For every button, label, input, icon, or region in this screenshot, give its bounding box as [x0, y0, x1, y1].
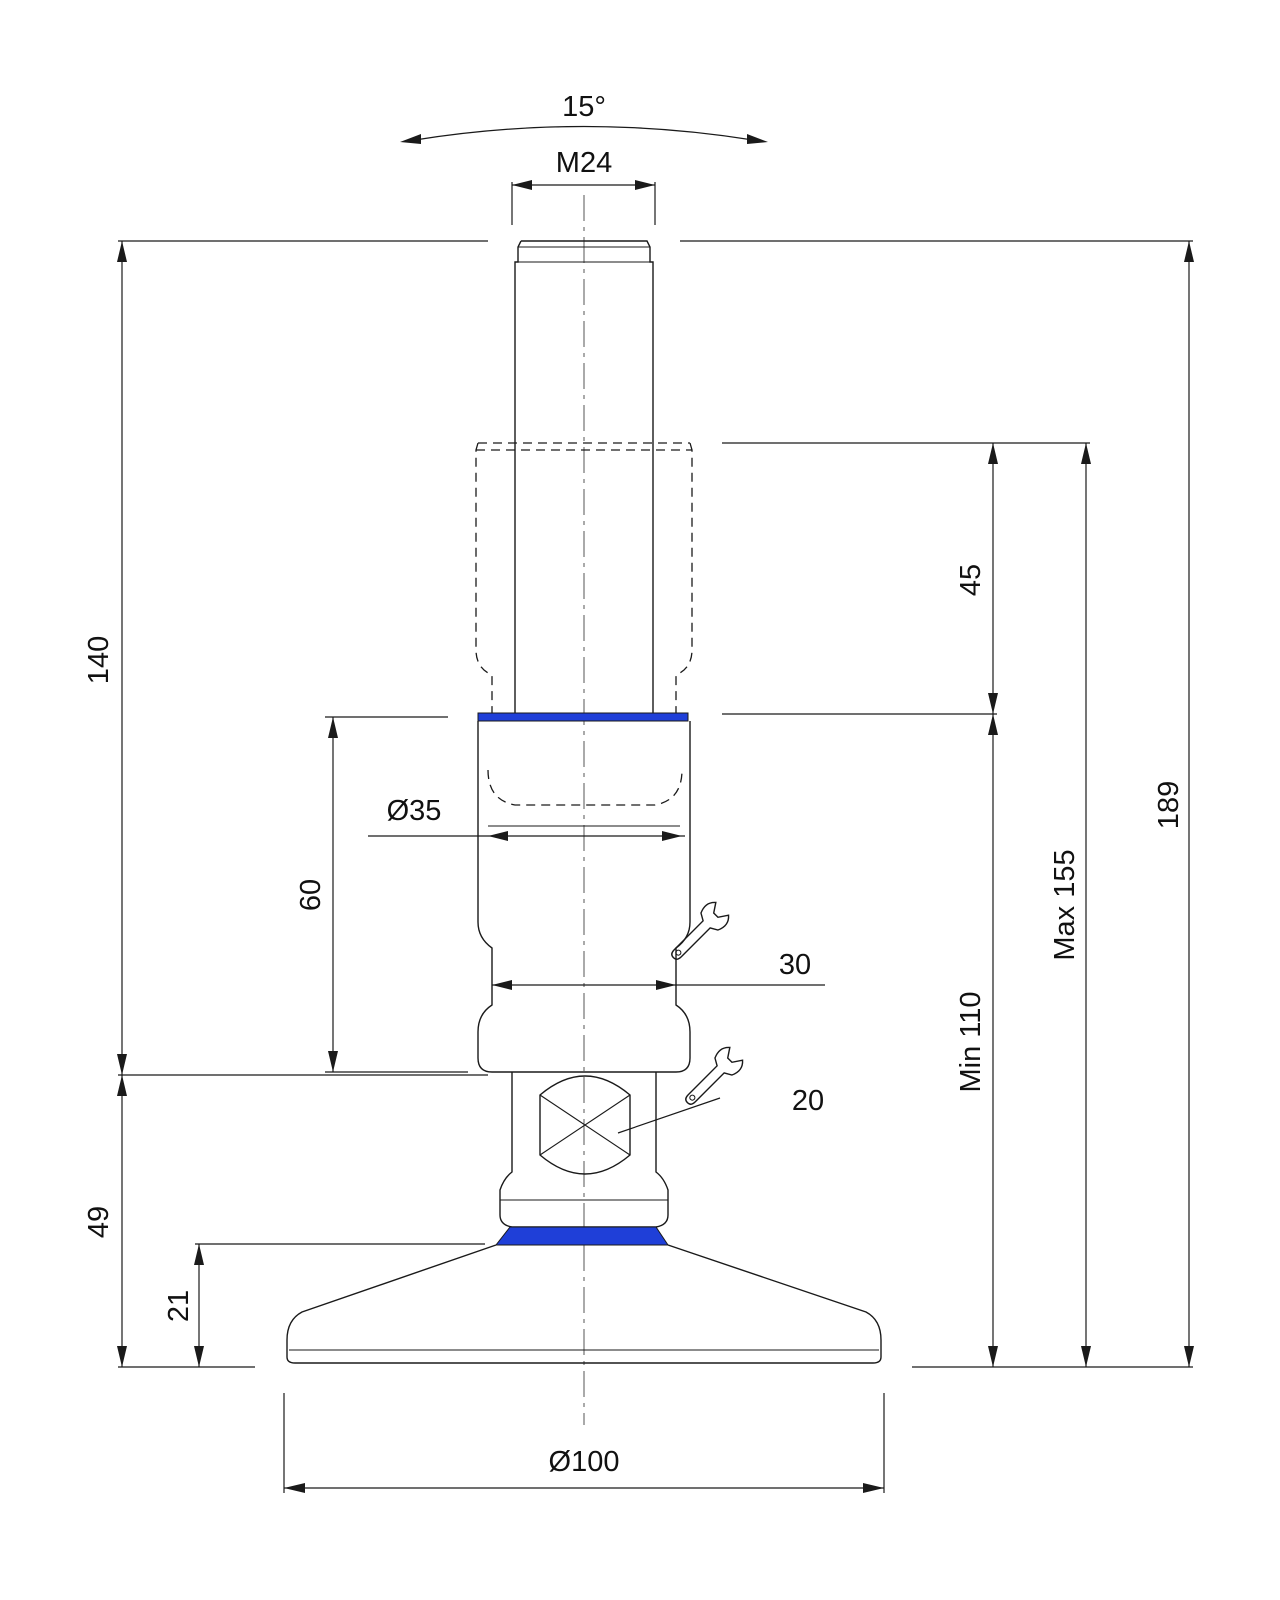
base-diameter-dimension: Ø100 — [283, 1393, 885, 1493]
overall-right-label: 189 — [1153, 781, 1185, 829]
body-height-label: 60 — [295, 879, 327, 911]
overall-right-dimension: 189 — [1153, 241, 1194, 1367]
base-foot — [286, 1226, 882, 1364]
body-diameter-label: Ø35 — [387, 795, 442, 827]
body-height-dimension: 60 — [295, 716, 468, 1073]
adjustment-body — [477, 712, 691, 1073]
wrench-20-label: 20 — [792, 1085, 824, 1117]
angle-dimension: 15° — [400, 91, 768, 144]
base-thickness-label: 21 — [163, 1290, 195, 1322]
wrench-icon — [671, 901, 730, 960]
body-diameter-dimension: Ø35 — [368, 795, 685, 841]
adjust-travel-dimension: 45 — [955, 443, 998, 714]
thread-label: M24 — [556, 147, 612, 179]
threaded-stud — [514, 240, 654, 715]
base-thickness-dimension: 21 — [163, 1243, 485, 1367]
base-height-dimension: 49 — [83, 1074, 488, 1368]
extended-position-outline — [475, 442, 693, 806]
base-height-label: 49 — [83, 1206, 115, 1238]
min-height-label: Min 110 — [955, 991, 987, 1092]
upper-seal — [477, 712, 689, 722]
base-diameter-label: Ø100 — [549, 1446, 620, 1478]
wrench-20-callout: 20 — [617, 1046, 824, 1134]
wrench-icon — [685, 1046, 744, 1105]
overall-left-dimension: 140 — [83, 240, 488, 1075]
adjust-travel-label: 45 — [955, 564, 987, 596]
lower-seal — [494, 1226, 669, 1246]
max-height-dimension: Max 155 — [1049, 443, 1091, 1367]
angle-label: 15° — [562, 91, 606, 123]
thread-dimension: M24 — [511, 147, 656, 225]
wrench-30-label: 30 — [779, 949, 811, 981]
wrench-30-callout: 30 — [492, 901, 825, 990]
overall-left-label: 140 — [83, 636, 115, 684]
max-height-label: Max 155 — [1049, 849, 1081, 960]
min-height-dimension: Min 110 — [955, 714, 998, 1367]
